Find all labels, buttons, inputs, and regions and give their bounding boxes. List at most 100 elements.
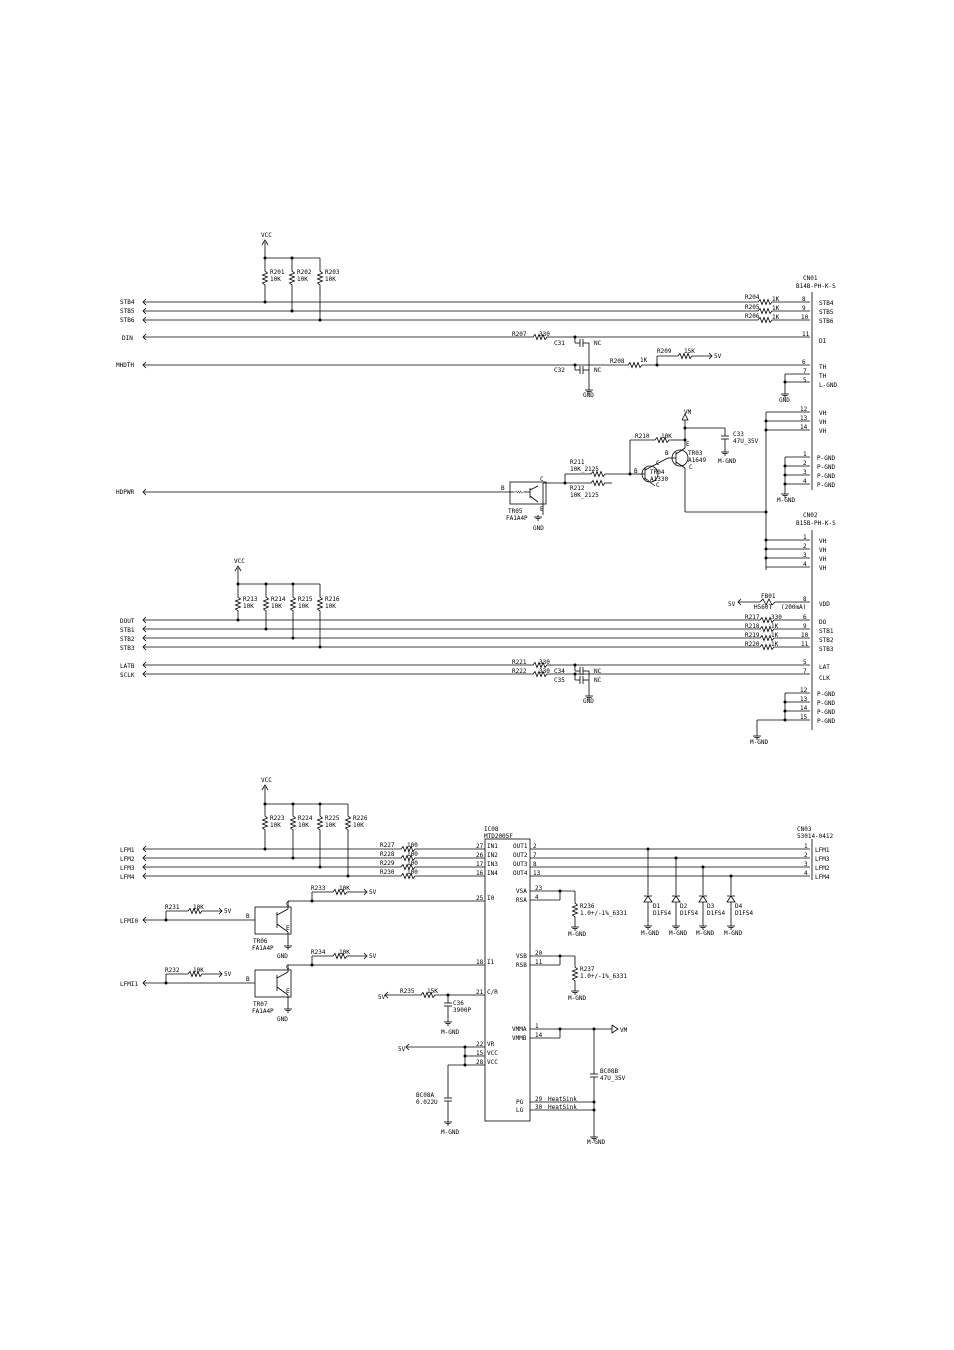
resistor-ref: R208 bbox=[610, 358, 625, 365]
pin-label: STB3 bbox=[819, 646, 834, 653]
pin-label: LFM1 bbox=[815, 847, 830, 854]
pin-label: STB5 bbox=[819, 309, 834, 316]
pin-label: LFM4 bbox=[815, 874, 830, 881]
pin-label: VH bbox=[819, 428, 827, 435]
signal-net-sclk: SCLK R222 330 7 CLK C35 NC GND bbox=[120, 668, 830, 705]
mgnd-label: M-GND bbox=[777, 497, 795, 504]
ic-pin: I1 bbox=[487, 959, 495, 966]
vcc-symbol: VCC bbox=[261, 232, 272, 258]
diode-part: D1FS4 bbox=[653, 910, 671, 917]
pullup-val: 10K bbox=[270, 822, 281, 829]
cap-val: 3900P bbox=[453, 1007, 471, 1014]
ic-pin: IN3 bbox=[487, 861, 498, 868]
pin-number: 4 bbox=[803, 478, 807, 485]
pin-number: 20 bbox=[535, 950, 543, 957]
pin-b: B bbox=[665, 450, 669, 457]
pin-c: C bbox=[689, 464, 693, 471]
pullup-ref: R216 bbox=[325, 596, 340, 603]
pin-number: 7 bbox=[533, 852, 537, 859]
pin-number: 4 bbox=[535, 894, 539, 901]
cn02-vh-pins: 1 VH 2 VH 3 VH 4 VH bbox=[764, 534, 827, 572]
signal-net: STB6 R206 1K 10 STB6 bbox=[120, 313, 834, 325]
cap-val: NC bbox=[594, 677, 602, 684]
ic-pin: IN4 bbox=[487, 870, 498, 877]
pullup-ref: R201 bbox=[270, 269, 285, 276]
signal-net-mhdth: MHDTH R208 1K 6 TH C32 NC GND bbox=[116, 343, 827, 399]
pin-note: HeatSink bbox=[548, 1096, 577, 1103]
rail-label: 5V bbox=[369, 889, 377, 896]
mid-section: CN02 B15B-PH-K-S 1 VH 2 VH 3 VH 4 VH VCC bbox=[120, 512, 836, 746]
connector-ref: CN03 bbox=[797, 826, 812, 833]
pin-label: VH bbox=[819, 419, 827, 426]
pin-number: 8 bbox=[802, 296, 806, 303]
net-label: STB6 bbox=[120, 317, 135, 324]
pin-number: 26 bbox=[476, 852, 484, 859]
resistor-val: 330 bbox=[539, 331, 550, 338]
net-label: DOUT bbox=[120, 618, 135, 625]
ic-pin: RSB bbox=[516, 962, 527, 969]
signal-net: STB3 R220 1K 11 STB3 bbox=[120, 641, 834, 653]
pullup-resistor: R223 10K bbox=[262, 804, 285, 849]
ic-pin: OUT3 bbox=[513, 861, 528, 868]
mgnd-label: M-GND bbox=[750, 739, 768, 746]
pin-label: LFM3 bbox=[815, 856, 830, 863]
resistor-ref: R233 bbox=[311, 885, 326, 892]
pin-label: P-GND bbox=[817, 473, 835, 480]
pullup-val: 10K bbox=[270, 276, 281, 283]
pin-number: 12 bbox=[800, 406, 808, 413]
net-label: SCLK bbox=[120, 672, 135, 679]
ic-pin: IN2 bbox=[487, 852, 498, 859]
resistor-ref: R209 bbox=[657, 348, 672, 355]
pullup-ref: R215 bbox=[298, 596, 313, 603]
ic-pin: OUT2 bbox=[513, 852, 528, 859]
cn01-pgnd-pins: M-GND 1 P-GND 2 P-GND 3 P-GND 4 P-GND bbox=[777, 451, 835, 504]
signal-net-latb: LATB R221 330 5 LAT C34 NC bbox=[120, 659, 830, 675]
pin-number: 14 bbox=[535, 1032, 543, 1039]
pin-number: 8 bbox=[803, 596, 807, 603]
clamp-diode: D2 D1FS4 M-GND bbox=[669, 858, 698, 937]
pullup-val: 10K bbox=[325, 603, 336, 610]
mgnd-label: M-GND bbox=[696, 930, 714, 937]
pin-b: B bbox=[634, 468, 638, 475]
pin-number: 15 bbox=[800, 714, 808, 721]
cap-val: NC bbox=[594, 668, 602, 675]
pin-label: STB6 bbox=[819, 318, 834, 325]
tr-ref: TR04 bbox=[650, 469, 665, 476]
signal-net-din: DIN R207 330 11 DI C31 NC bbox=[122, 331, 827, 347]
resistor-val: 100 bbox=[407, 869, 418, 876]
pullup-resistor: R215 10K bbox=[290, 584, 313, 638]
rail-label: 5V bbox=[369, 953, 377, 960]
pin-label: P-GND bbox=[817, 718, 835, 725]
pullup-ref: R226 bbox=[353, 815, 368, 822]
rail-label: 5V bbox=[224, 971, 232, 978]
pin-label: VDD bbox=[819, 601, 830, 608]
pullup-val: 10K bbox=[325, 822, 336, 829]
tr-part: A1330 bbox=[650, 476, 668, 483]
rail-label: 5V bbox=[378, 994, 386, 1001]
cn01-vh-pins: 12 VH 13 VH 14 VH bbox=[764, 406, 827, 570]
pin-number: 4 bbox=[804, 870, 808, 877]
ic-pin: VMMB bbox=[512, 1035, 527, 1042]
pullup-resistor: R201 10K bbox=[262, 258, 285, 302]
diode-part: D1FS4 bbox=[735, 910, 753, 917]
pullup-ref: R203 bbox=[325, 269, 340, 276]
pin-number: 7 bbox=[803, 668, 807, 675]
cap-val: 47U_35V bbox=[600, 1075, 626, 1082]
motor-input-net: LFM2 R228 100 26 IN2 bbox=[120, 851, 498, 863]
vdd-ferrite: 5V FB01 H560T (200mA) 8 VDD bbox=[728, 593, 830, 611]
net-label: STB3 bbox=[120, 645, 135, 652]
pin-number: 11 bbox=[802, 331, 810, 338]
tr-ref: TR07 bbox=[253, 1001, 268, 1008]
cap-ref: C35 bbox=[554, 677, 565, 684]
resistor-val: 330 bbox=[771, 614, 782, 621]
vcc-label: VCC bbox=[234, 558, 245, 565]
motor-output-net: 8 OUT3 3 LFM2 bbox=[513, 861, 830, 872]
connector-part: 53014-0412 bbox=[797, 833, 834, 840]
tr-part: FA1A4P bbox=[252, 945, 274, 952]
resistor-val: 1.0+/-1%_6331 bbox=[580, 910, 627, 917]
resistor-val: 10K_2125 bbox=[570, 466, 599, 473]
pin-label: P-GND bbox=[817, 455, 835, 462]
pin-e: E bbox=[286, 988, 290, 995]
ic-part: MTD2005F bbox=[484, 833, 513, 840]
ic08-motor-driver: IC08 MTD2005F bbox=[484, 826, 531, 1122]
